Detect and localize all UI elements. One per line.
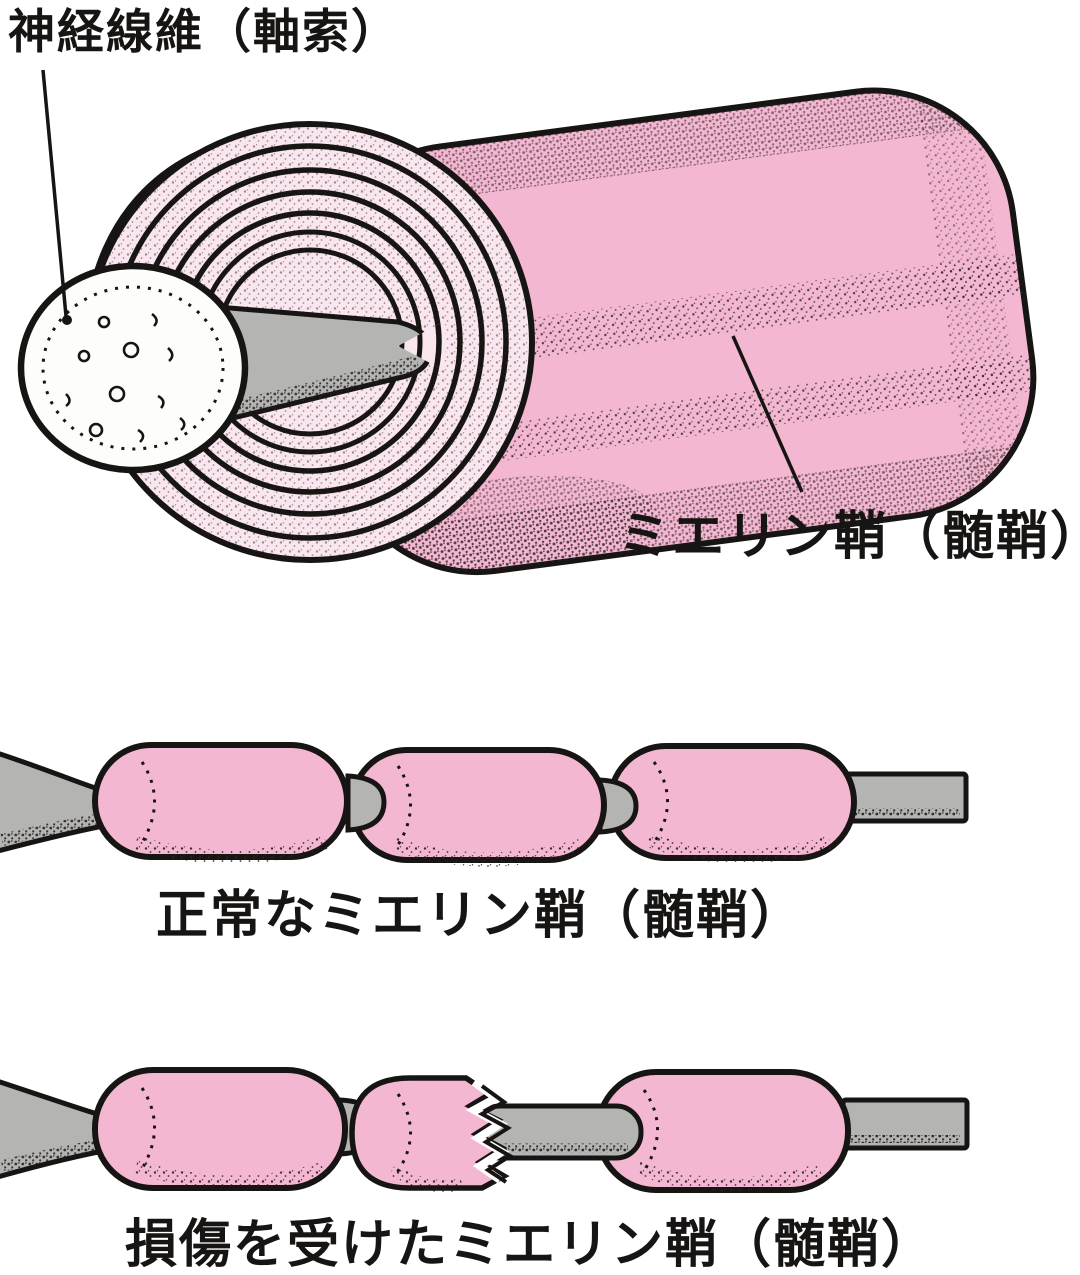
damaged-axon-right	[840, 1097, 970, 1151]
node-of-ranvier-2	[597, 777, 639, 835]
myelinated-fiber-illustration: 神経線維（軸索） ミエリン鞘（髄鞘）	[8, 5, 1080, 590]
normal-myelin-segment-3	[607, 743, 857, 864]
torn-edge-highlight	[465, 1078, 510, 1184]
torn-edge-shred	[477, 1084, 514, 1184]
axoplasm-texture-marks	[65, 312, 186, 443]
myelin-leader-line	[731, 335, 804, 493]
damaged-caption: 損傷を受けたミエリン鞘（髄鞘）	[125, 1216, 935, 1274]
damaged-myelin-segment	[349, 1075, 514, 1193]
axon-cross-section	[17, 262, 249, 474]
damaged-row-segment-1	[92, 1067, 348, 1191]
normal-myelin-segment-1	[92, 742, 350, 864]
damaged-fiber-illustration: 損傷を受けたミエリン鞘（髄鞘）	[0, 1067, 970, 1274]
damaged-row-segment-3	[595, 1069, 851, 1193]
normal-caption: 正常なミエリン鞘（髄鞘）	[156, 887, 804, 945]
myelin-label: ミエリン鞘（髄鞘）	[618, 508, 1080, 566]
normal-myelin-segment-2	[349, 747, 607, 867]
normal-axon-right	[843, 771, 969, 824]
node-of-ranvier-1	[345, 773, 387, 833]
axon-label: 神経線維（軸索）	[8, 5, 400, 58]
normal-fiber-illustration: 正常なミエリン鞘（髄鞘）	[0, 742, 969, 945]
axon-leader-line	[41, 69, 72, 325]
